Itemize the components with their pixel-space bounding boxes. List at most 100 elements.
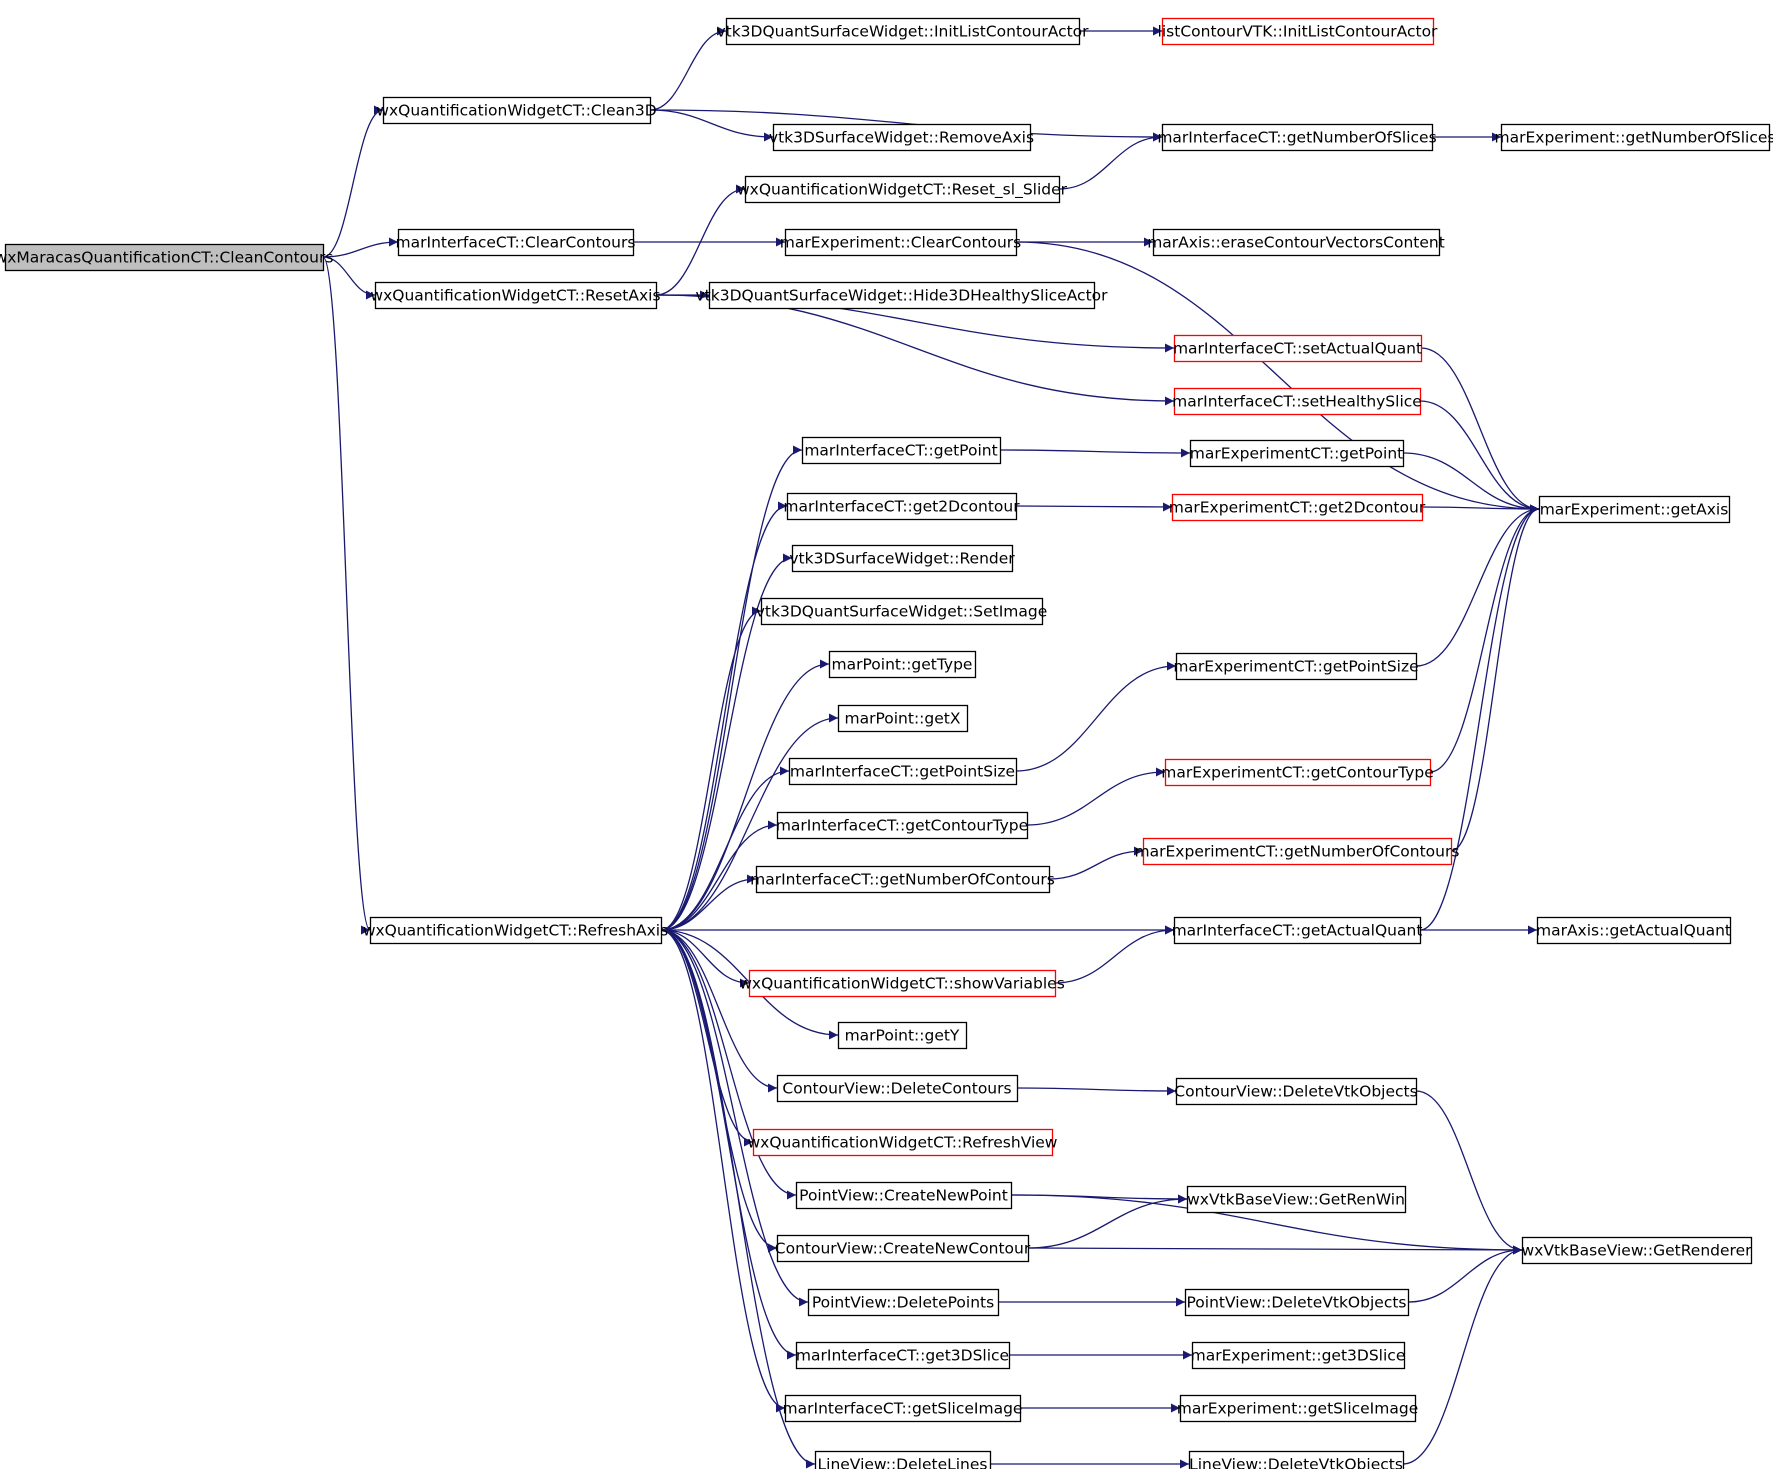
node-ectct[interactable]: marExperimentCT::getContourType (1161, 758, 1434, 787)
node-getx[interactable]: marPoint::getX (837, 704, 969, 733)
node-label: marExperiment::getAxis (1540, 501, 1729, 519)
edge-refresh-to-ips (660, 766, 790, 931)
node-getrenderer[interactable]: wxVtkBaseView::GetRenderer (1521, 1236, 1753, 1265)
node-igetpoint[interactable]: marInterfaceCT::getPoint (801, 436, 1002, 465)
node-box (1188, 1450, 1405, 1469)
node-box (1500, 123, 1771, 152)
node-ectnoc[interactable]: marExperimentCT::getNumberOfContours (1135, 837, 1460, 866)
node-resetsl[interactable]: wxQuantificationWidgetCT::Reset_sl_Slide… (737, 175, 1068, 204)
node-ips[interactable]: marInterfaceCT::getPointSize (788, 757, 1018, 786)
node-label: marInterfaceCT::setHealthySlice (1172, 393, 1422, 411)
node-hide3d[interactable]: vtk3DQuantSurfaceWidget::Hide3DHealthySl… (695, 281, 1108, 310)
edge-ectgetpoint-to-getaxis (1402, 452, 1540, 514)
node-box (786, 492, 1018, 521)
node-label: marExperimentCT::getPoint (1190, 445, 1404, 463)
node-render[interactable]: vtk3DSurfaceWidget::Render (789, 544, 1015, 573)
node-sethealthy[interactable]: marInterfaceCT::setHealthySlice (1172, 387, 1422, 416)
node-ectgetpoint[interactable]: marExperimentCT::getPoint (1189, 439, 1405, 468)
node-iaq[interactable]: marInterfaceCT::getActualQuant (1172, 916, 1423, 945)
node-pvcreate[interactable]: PointView::CreateNewPoint (795, 1181, 1013, 1210)
node-box (1184, 1288, 1410, 1317)
node-box (795, 1341, 1011, 1370)
node-label: marAxis::eraseContourVectorsContent (1147, 234, 1445, 252)
node-label: PointView::DeletePoints (812, 1294, 994, 1312)
node-root[interactable]: wxMaracasQuantificationCT::CleanContours (0, 243, 333, 272)
node-label: listContourVTK::InitListContourActor (1158, 23, 1439, 41)
node-box (760, 597, 1044, 626)
node-pvdelvtk[interactable]: PointView::DeleteVtkObjects (1184, 1288, 1410, 1317)
edge-refresh-to-i2d (660, 501, 788, 931)
node-egnos[interactable]: marExperiment::getNumberOfSlices (1495, 123, 1773, 152)
node-getaxis[interactable]: marExperiment::getAxis (1538, 495, 1731, 524)
node-lvdel[interactable]: LineView::DeleteLines (814, 1450, 992, 1469)
edge-cvdel-to-cvdelvtk (1016, 1086, 1177, 1096)
node-eclc[interactable]: marExperiment::ClearContours (780, 228, 1021, 257)
edge-eclc-to-getaxis (1015, 241, 1540, 514)
node-showvars[interactable]: wxQuantificationWidgetCT::showVariables (739, 969, 1065, 998)
node-label: wxQuantificationWidgetCT::showVariables (739, 975, 1065, 993)
node-refreshview[interactable]: wxQuantificationWidgetCT::RefreshView (748, 1128, 1058, 1157)
node-refresh[interactable]: wxQuantificationWidgetCT::RefreshAxis (363, 916, 668, 945)
node-label: vtk3DSurfaceWidget::RemoveAxis (769, 129, 1034, 147)
edge-refresh-to-getx (660, 713, 839, 931)
edge-setaq-to-getaxis (1420, 347, 1540, 514)
node-resetaxis[interactable]: wxQuantificationWidgetCT::ResetAxis (370, 281, 661, 310)
edge-ectct-to-getaxis (1429, 504, 1540, 773)
node-axaq[interactable]: marAxis::getActualQuant (1536, 916, 1732, 945)
node-isi[interactable]: marInterfaceCT::getSliceImage (783, 1394, 1023, 1423)
node-iclc[interactable]: marInterfaceCT::ClearContours (396, 228, 636, 257)
node-label: marInterfaceCT::setActualQuant (1173, 340, 1422, 358)
node-cvcreate[interactable]: ContourView::CreateNewContour (775, 1234, 1031, 1263)
node-label: ContourView::DeleteContours (782, 1080, 1011, 1098)
node-box (1189, 439, 1405, 468)
node-clean3d[interactable]: wxQuantificationWidgetCT::Clean3D (376, 96, 657, 125)
node-erase[interactable]: marAxis::eraseContourVectorsContent (1147, 228, 1445, 257)
edge-sethealthy-to-getaxis (1419, 400, 1540, 514)
node-ict[interactable]: marInterfaceCT::getContourType (776, 811, 1028, 840)
node-box (4, 243, 325, 272)
edge-igetpoint-to-ectgetpoint (999, 448, 1191, 458)
edge-resetsl-to-ignos (1058, 132, 1163, 190)
node-box (725, 17, 1081, 46)
node-label: marInterfaceCT::get3DSlice (796, 1347, 1009, 1365)
node-label: ContourView::CreateNewContour (775, 1240, 1031, 1258)
edge-clean3d-to-ignos (649, 109, 1163, 142)
node-label: marInterfaceCT::getNumberOfContours (750, 871, 1055, 889)
node-cvdel[interactable]: ContourView::DeleteContours (776, 1074, 1019, 1103)
node-pvdel[interactable]: PointView::DeletePoints (807, 1288, 1000, 1317)
node-ectps[interactable]: marExperimentCT::getPointSize (1173, 652, 1419, 681)
node-getrenwin[interactable]: wxVtkBaseView::GetRenWin (1186, 1185, 1407, 1214)
node-lcinit[interactable]: listContourVTK::InitListContourActor (1158, 17, 1439, 46)
node-box (397, 228, 635, 257)
node-label: marExperiment::getNumberOfSlices (1495, 129, 1773, 147)
node-box (1161, 123, 1434, 152)
edge-cvdelvtk-to-getrenderer (1415, 1090, 1523, 1255)
node-gety[interactable]: marPoint::getY (837, 1021, 968, 1050)
node-inoc[interactable]: marInterfaceCT::getNumberOfContours (750, 865, 1055, 894)
node-label: wxMaracasQuantificationCT::CleanContours (0, 249, 333, 267)
node-label: marPoint::getX (845, 710, 961, 728)
edge-showvars-to-iaq (1054, 925, 1175, 984)
edge-ips-to-ectps (1015, 661, 1177, 772)
node-box (1521, 1236, 1753, 1265)
edge-i2d-to-ect2d (1015, 502, 1173, 512)
node-initlca[interactable]: vtk3DQuantSurfaceWidget::InitListContour… (716, 17, 1089, 46)
node-setimage[interactable]: vtk3DQuantSurfaceWidget::SetImage (756, 597, 1048, 626)
node-cvdelvtk[interactable]: ContourView::DeleteVtkObjects (1174, 1077, 1418, 1106)
node-label: marExperiment::ClearContours (780, 234, 1021, 252)
node-lvdelvtk[interactable]: LineView::DeleteVtkObjects (1188, 1450, 1405, 1469)
node-e3d[interactable]: marExperiment::get3DSlice (1191, 1341, 1406, 1370)
node-gettype[interactable]: marPoint::getType (828, 650, 977, 679)
edge-refresh-to-ict (660, 820, 778, 931)
node-ect2d[interactable]: marExperimentCT::get2Dcontour (1169, 493, 1426, 522)
node-ignos[interactable]: marInterfaceCT::getNumberOfSlices (1157, 123, 1437, 152)
node-box (776, 1234, 1030, 1263)
node-box (1164, 758, 1432, 787)
node-setaq[interactable]: marInterfaceCT::setActualQuant (1173, 334, 1423, 363)
node-label: vtk3DQuantSurfaceWidget::SetImage (756, 603, 1048, 621)
node-esi[interactable]: marExperiment::getSliceImage (1177, 1394, 1418, 1423)
edge-pvdelvtk-to-getrenderer (1407, 1245, 1523, 1303)
node-rmaxis[interactable]: vtk3DSurfaceWidget::RemoveAxis (769, 123, 1034, 152)
node-i3d[interactable]: marInterfaceCT::get3DSlice (795, 1341, 1011, 1370)
node-i2d[interactable]: marInterfaceCT::get2Dcontour (783, 492, 1020, 521)
